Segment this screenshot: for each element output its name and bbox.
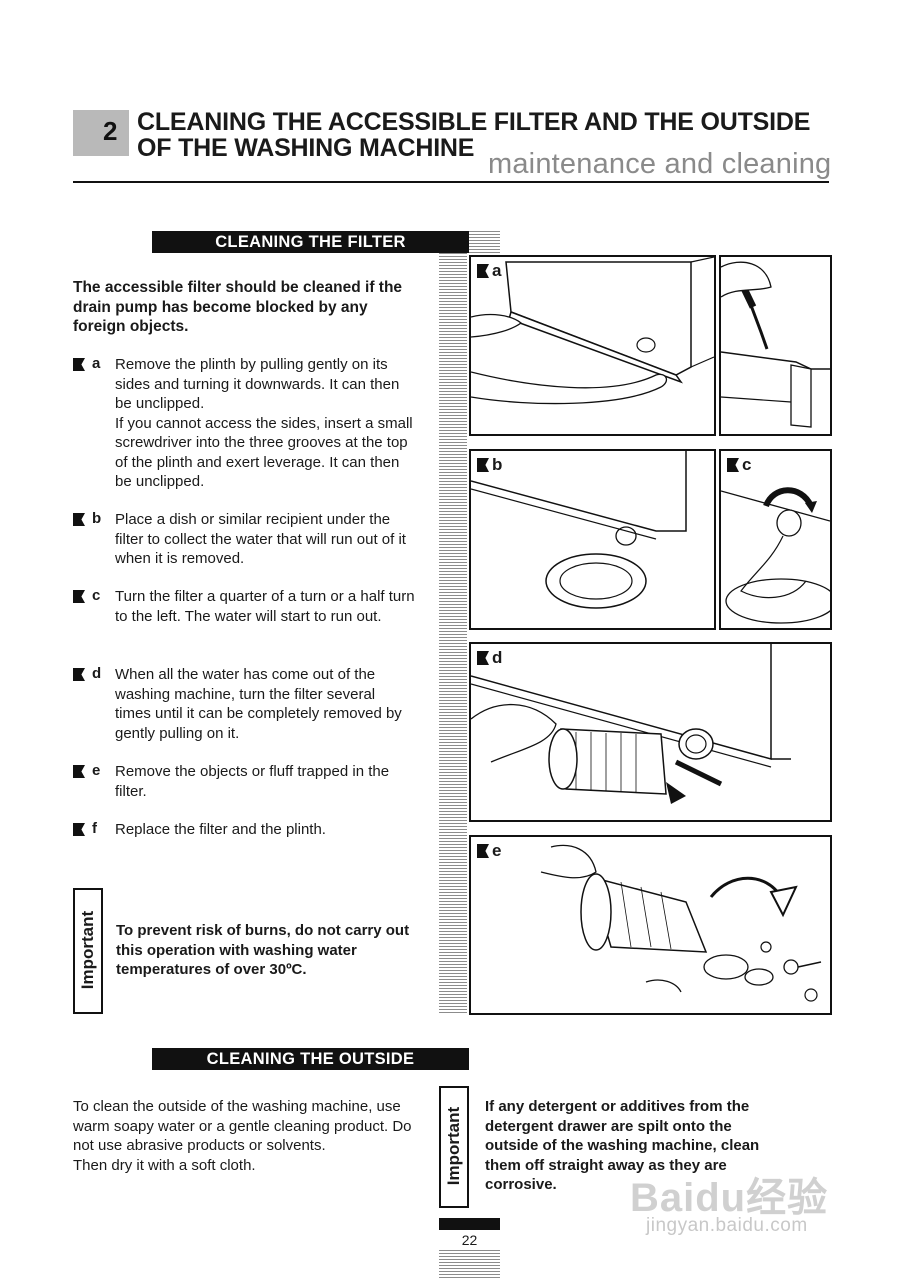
remove-plinth-illustration (471, 257, 714, 405)
outside-cleaning-text: To clean the outside of the washing mach… (73, 1097, 418, 1175)
turn-filter-illustration (721, 487, 830, 624)
illustration-panel-d: d (469, 642, 832, 822)
step-text: Remove the plinth by pulling gently on i… (115, 355, 415, 492)
paragraph: To clean the outside of the washing mach… (73, 1098, 412, 1154)
step-text: Place a dish or similar recipient under … (115, 511, 406, 567)
illustration-panel-a-detail (719, 255, 832, 436)
page-title: CLEANING THE ACCESSIBLE FILTER AND THE O… (137, 109, 810, 161)
watermark-url: jingyan.baidu.com (646, 1215, 808, 1236)
step-letter: f (92, 820, 97, 837)
panel-b-letter: b (492, 455, 503, 474)
paragraph: Remove the plinth by pulling gently on i… (115, 356, 400, 412)
illustration-panel-c: c (719, 449, 832, 630)
outside-section-heading: CLEANING THE OUTSIDE (152, 1048, 469, 1070)
panel-marker-icon (477, 651, 489, 665)
step-text: When all the water has come out of the w… (115, 666, 402, 742)
screwdriver-illustration (721, 261, 830, 428)
illustration-panel-a: a (469, 255, 716, 436)
important-label-box: Important (73, 888, 103, 1014)
step-letter: e (92, 762, 101, 779)
chapter-number: 2 (103, 116, 118, 146)
vertical-hatch-decoration (439, 253, 467, 1013)
page-title-line1: CLEANING THE ACCESSIBLE FILTER AND THE O… (137, 108, 811, 136)
watermark-brand: Baidu经验 (630, 1176, 829, 1220)
page-number: 22 (461, 1232, 478, 1248)
remove-filter-illustration (471, 644, 791, 804)
important-warning-text: To prevent risk of burns, do not carry o… (116, 922, 410, 978)
illustration-panel-e: e (469, 835, 832, 1015)
page-number-bar (439, 1218, 500, 1230)
filter-section-heading: CLEANING THE FILTER (152, 231, 469, 253)
panel-c-letter: c (742, 455, 752, 474)
panel-e-letter: e (492, 841, 502, 860)
step-text: Turn the filter a quarter of a turn or a… (115, 588, 415, 625)
important-label-box-outside: Important (439, 1086, 469, 1208)
panel-marker-icon (477, 458, 489, 472)
step-letter: a (92, 355, 101, 372)
step-marker-icon (73, 823, 85, 836)
panel-a-label: a (477, 261, 501, 281)
panel-e-label: e (477, 841, 501, 861)
chapter-number-box (73, 110, 129, 156)
step-marker-icon (73, 513, 85, 526)
panel-marker-icon (477, 844, 489, 858)
panel-marker-icon (727, 458, 739, 472)
filter-intro: The accessible filter should be cleaned … (73, 279, 403, 335)
page-title-line2: OF THE WASHING MACHINE (137, 134, 475, 162)
step-text: Remove the objects or fluff trapped in t… (115, 763, 390, 800)
panel-marker-icon (477, 264, 489, 278)
header-divider (73, 181, 829, 183)
panel-c-label: c (727, 455, 751, 475)
step-text: Replace the filter and the plinth. (115, 821, 326, 838)
clean-filter-illustration (540, 844, 822, 1002)
step-marker-icon (73, 358, 85, 371)
important-label-outside: Important (444, 1106, 463, 1186)
panel-d-label: d (477, 648, 502, 668)
step-letter: c (92, 587, 101, 604)
illustration-panel-b: b (469, 449, 716, 630)
section-subtitle: maintenance and cleaning (488, 148, 832, 180)
step-a-text: Remove the plinth by pulling gently on i… (115, 355, 415, 492)
step-letter: b (92, 510, 102, 527)
important-corrosive-text: If any detergent or additives from the d… (485, 1098, 760, 1193)
step-marker-icon (73, 765, 85, 778)
heading-hatch-decoration (469, 231, 500, 253)
panel-d-letter: d (492, 648, 503, 667)
dish-under-filter-illustration (471, 451, 687, 609)
footer-hatch-decoration (439, 1250, 500, 1280)
paragraph: If you cannot access the sides, insert a… (115, 414, 413, 491)
step-marker-icon (73, 668, 85, 681)
paragraph: Then dry it with a soft cloth. (73, 1156, 256, 1174)
important-label: Important (78, 910, 97, 990)
step-letter: d (92, 665, 102, 682)
panel-a-letter: a (492, 261, 502, 280)
step-marker-icon (73, 590, 85, 603)
panel-b-label: b (477, 455, 502, 475)
